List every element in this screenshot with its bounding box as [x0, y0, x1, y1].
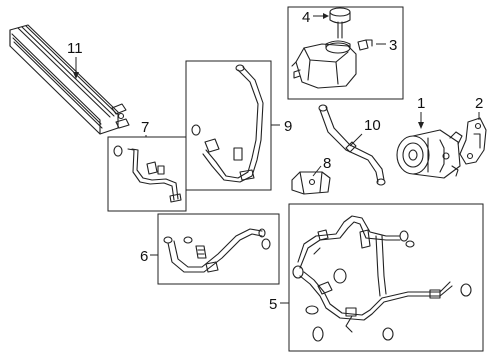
- callout-3-label: 3: [389, 37, 397, 54]
- callout-10: 10: [349, 117, 381, 147]
- callout-5: 5: [269, 296, 289, 313]
- callout-7: 7: [141, 119, 149, 137]
- part-3-reservoir: [291, 39, 373, 89]
- callout-9-label: 9: [284, 118, 292, 135]
- callout-2-label: 2: [475, 95, 483, 112]
- callout-5-label: 5: [269, 296, 277, 313]
- part-11-cooler: [9, 24, 130, 135]
- callout-2: 2: [475, 95, 483, 120]
- callout-3: 3: [376, 37, 397, 54]
- group-box-3: [287, 6, 404, 100]
- part-4-cap: [329, 7, 351, 39]
- callout-4-label: 4: [302, 9, 310, 26]
- part-2-bracket: [459, 117, 487, 165]
- part-7-hose: [113, 145, 182, 203]
- part-6-hose: [163, 228, 271, 273]
- callout-1-label: 1: [417, 95, 425, 112]
- callout-9: 9: [271, 118, 292, 135]
- group-box-5: [288, 203, 484, 352]
- part-8-bracket: [291, 171, 331, 195]
- part-1-pump: [396, 129, 463, 179]
- part-9-hose: [191, 64, 264, 183]
- callout-10-label: 10: [364, 117, 381, 134]
- callout-4: 4: [302, 9, 329, 26]
- group-box-9: [185, 60, 272, 191]
- callout-8-label: 8: [323, 155, 331, 172]
- callout-7-label: 7: [141, 119, 149, 136]
- part-10-hose: [318, 104, 386, 186]
- callout-6-label: 6: [140, 248, 148, 265]
- part-5-hose-assembly: [292, 215, 472, 342]
- group-box-6: [157, 213, 280, 285]
- callout-8: 8: [312, 155, 331, 177]
- callout-6: 6: [140, 248, 158, 265]
- callout-11-label: 11: [67, 40, 83, 57]
- callout-1: 1: [417, 95, 425, 129]
- callout-11: 11: [67, 40, 83, 79]
